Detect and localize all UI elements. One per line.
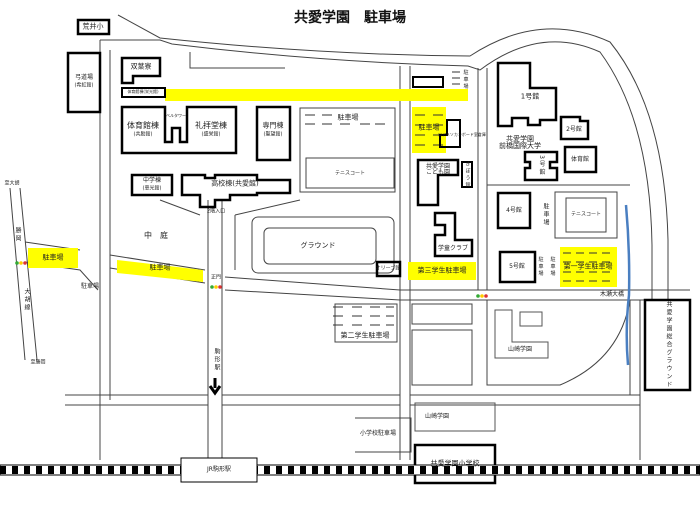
jr-station-box bbox=[180, 457, 258, 483]
label-univ-gym: 体育館 bbox=[570, 156, 590, 163]
building-senmon bbox=[255, 105, 292, 162]
building-olive bbox=[375, 260, 402, 278]
label-jr: JR駒形駅 bbox=[207, 466, 231, 473]
river bbox=[624, 204, 631, 366]
label-to-katsuoka: 至勝岡 bbox=[30, 359, 46, 366]
building-shogakko bbox=[413, 443, 497, 485]
building-gym-small bbox=[121, 87, 166, 98]
label-chapel: 礼拝堂棟 bbox=[195, 121, 227, 130]
label-gym-sub: (共励館) bbox=[133, 131, 153, 138]
label-koko: 高校棟(共愛館) bbox=[211, 179, 259, 188]
label-shogakko: 共愛学園小学校 bbox=[430, 459, 480, 468]
building-kibou bbox=[461, 161, 473, 188]
label-yamazaki1: 山崎学園 bbox=[507, 346, 533, 353]
label-kise: 木瀬大橋 bbox=[599, 291, 625, 298]
label-b4: 4号館 bbox=[506, 207, 522, 214]
label-senmon-sub: (聖望館) bbox=[263, 131, 283, 138]
building-gakudo bbox=[433, 211, 474, 258]
buildings bbox=[66, 18, 692, 485]
label-parking-left: 駐車場 bbox=[42, 253, 64, 262]
building-5 bbox=[498, 250, 537, 284]
building-2 bbox=[559, 115, 590, 141]
label-entrance2: 2階入口 bbox=[206, 208, 226, 215]
label-b3: 3号館 bbox=[538, 155, 545, 177]
label-p3: 第三学生駐車場 bbox=[417, 266, 467, 275]
railway bbox=[0, 457, 700, 483]
label-univ: 共愛学園 前橋国際大学 bbox=[499, 135, 541, 150]
label-b1: 1号館 bbox=[520, 92, 540, 101]
label-b2: 2号館 bbox=[566, 126, 582, 133]
building-storage bbox=[439, 119, 461, 148]
label-chapel-sub: (盛栄館) bbox=[201, 131, 221, 138]
label-parking-left2: 駐車場 bbox=[80, 283, 100, 290]
roads bbox=[9, 14, 690, 460]
label-komagata: 駒形駅 bbox=[213, 348, 220, 372]
building-3 bbox=[523, 150, 559, 182]
parking-band-top bbox=[165, 89, 468, 101]
label-parking-r5b: 駐車場 bbox=[549, 256, 556, 278]
building-chugaku bbox=[130, 173, 174, 197]
label-gakudo: 学童クラブ bbox=[437, 245, 469, 252]
parking-first-student bbox=[560, 247, 617, 287]
label-parking-right4: 駐車場 bbox=[542, 203, 549, 227]
label-parking-mid: 駐車場 bbox=[462, 69, 469, 91]
label-chugaku: 中学棟 bbox=[142, 177, 162, 184]
building-kodomo bbox=[416, 158, 460, 207]
label-kyudo-sub: (希紅館) bbox=[74, 82, 94, 89]
label-parking-main: 駐車場 bbox=[149, 263, 171, 272]
thin-buildings bbox=[414, 309, 549, 432]
label-bell: ベルタワー bbox=[166, 113, 186, 118]
building-4 bbox=[496, 191, 532, 230]
label-tennis2: テニスコート bbox=[570, 211, 602, 218]
parking-yellow-left bbox=[28, 248, 78, 268]
building-sogo-ground bbox=[643, 298, 692, 392]
parking-yellow-main bbox=[117, 260, 203, 282]
label-nakaniwa: 中 庭 bbox=[144, 231, 168, 240]
label-parking-yellow-mid: 駐車場 bbox=[418, 123, 440, 132]
label-senmon: 専門棟 bbox=[262, 121, 284, 130]
traffic-lights bbox=[15, 261, 488, 298]
building-univ-gym bbox=[563, 145, 598, 174]
label-futaba: 双葉寮 bbox=[130, 62, 152, 71]
label-kibou: きぼう館 bbox=[464, 161, 471, 189]
label-storage: ロアメソカンボード室倉庫 bbox=[438, 132, 486, 137]
label-olive: オリーブ館 bbox=[375, 265, 401, 272]
building-futaba bbox=[120, 56, 162, 85]
label-katsuoka: 勝岡 bbox=[14, 227, 21, 243]
label-sogo: 共愛学園総合グラウンド bbox=[665, 301, 672, 389]
building-arai bbox=[76, 18, 111, 36]
label-b5: 5号館 bbox=[509, 263, 525, 270]
arrow-down-icon bbox=[208, 378, 222, 396]
label-kodomo: 共愛学園 こども園 bbox=[425, 163, 451, 176]
label-parking-top: 駐車場 bbox=[337, 113, 359, 122]
label-tennis1: テニスコート bbox=[334, 170, 366, 177]
label-sho-parking: 小学校駐車場 bbox=[359, 430, 397, 437]
label-seimon: 正門 bbox=[210, 274, 222, 281]
label-kyudo: 弓道場 bbox=[74, 74, 94, 81]
label-p1: 第一学生駐車場 bbox=[563, 262, 613, 271]
label-ground: グラウンド bbox=[300, 241, 336, 250]
building-koko bbox=[180, 173, 292, 209]
label-chugaku-sub: (恵光館) bbox=[142, 185, 162, 192]
label-yamazaki2: 山崎学園 bbox=[424, 413, 450, 420]
building-1 bbox=[496, 61, 558, 128]
label-to-ogo: 至大胡 bbox=[4, 180, 20, 187]
building-kyudo bbox=[66, 51, 102, 114]
label-p2: 第二学生駐車場 bbox=[340, 331, 390, 340]
label-gym: 体育館棟 bbox=[127, 121, 159, 130]
label-arai: 荒井小 bbox=[82, 22, 104, 31]
label-ogo-line: 大胡線 bbox=[23, 288, 30, 312]
map-title: 共愛学園 駐車場 bbox=[294, 10, 406, 26]
building-gym-chapel bbox=[120, 105, 238, 155]
parking-third-student bbox=[408, 262, 476, 280]
parking-stalls bbox=[305, 71, 610, 326]
label-gym-small: 体育館棟(栄光館) bbox=[127, 89, 159, 94]
label-parking-r5a: 駐車場 bbox=[537, 256, 544, 278]
